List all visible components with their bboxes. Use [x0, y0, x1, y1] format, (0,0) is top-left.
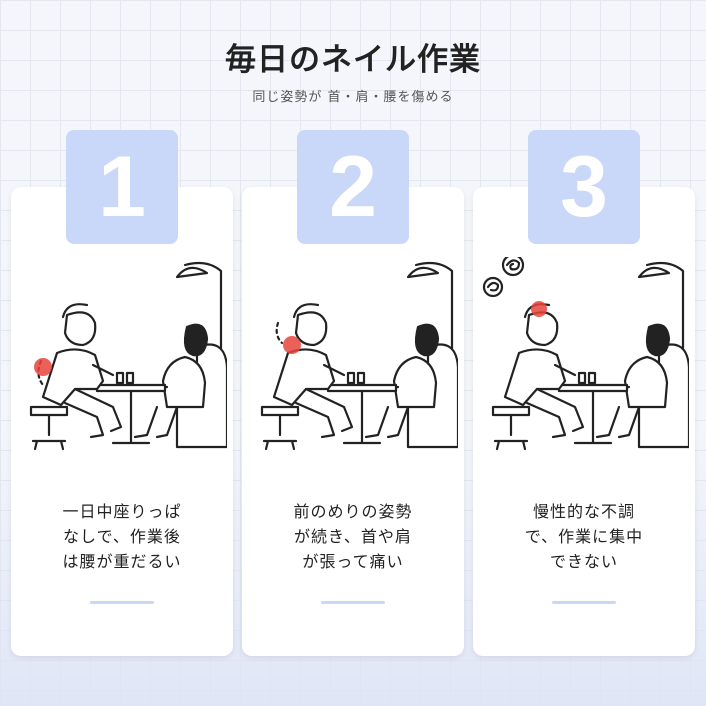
card-caption: 慢性的な不調 で、作業に集中 できない [524, 502, 644, 571]
card-2: 前のめりの姿勢 が続き、首や肩 が張って痛い [242, 187, 464, 656]
nail-salon-illustration [482, 257, 689, 451]
card-number-2: 2 [297, 130, 409, 244]
card-1: 一日中座りっぱ なしで、作業後 は腰が重だるい [11, 187, 233, 656]
card-number-1: 1 [66, 130, 178, 244]
pain-marker [531, 301, 547, 317]
card-divider [552, 601, 616, 604]
card-3: 慢性的な不調 で、作業に集中 できない [473, 187, 695, 656]
card-number-3: 3 [528, 130, 640, 244]
nail-salon-illustration [260, 261, 458, 451]
card-divider [90, 601, 154, 604]
page-subtitle: 同じ姿勢が 首・肩・腰を傷める [252, 90, 454, 105]
pain-marker [34, 358, 52, 376]
nail-salon-illustration [29, 261, 227, 451]
card-caption: 一日中座りっぱ なしで、作業後 は腰が重だるい [62, 502, 182, 571]
page-title: 毎日のネイル作業 [225, 42, 481, 78]
pain-marker [283, 336, 301, 354]
card-divider [321, 601, 385, 604]
card-caption: 前のめりの姿勢 が続き、首や肩 が張って痛い [293, 502, 413, 571]
